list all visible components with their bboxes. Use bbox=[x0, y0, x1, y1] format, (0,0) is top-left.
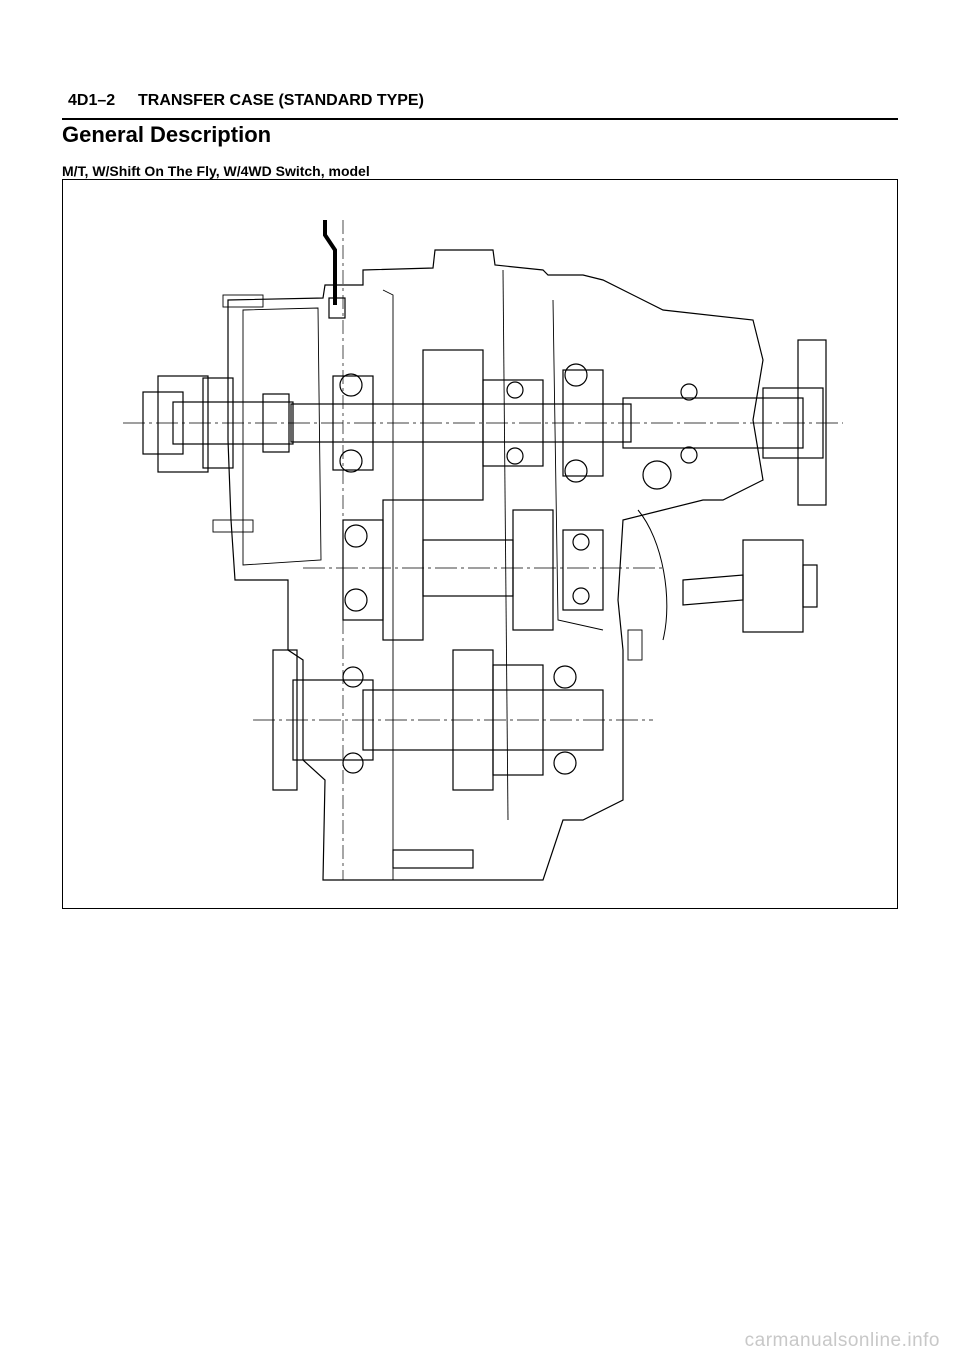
bearings-top bbox=[339, 363, 698, 490]
breather-tube bbox=[323, 220, 346, 319]
centerlines bbox=[123, 220, 843, 880]
input-shaft bbox=[142, 375, 294, 473]
figure-frame: A07RW019 bbox=[62, 179, 898, 909]
model-caption: M/T, W/Shift On The Fly, W/4WD Switch, m… bbox=[62, 163, 370, 179]
section-title: General Description bbox=[62, 122, 272, 147]
counter-shaft bbox=[342, 499, 604, 641]
transfer-case-drawing bbox=[123, 220, 843, 881]
page-number: 4D1–2 bbox=[68, 92, 116, 109]
chapter-title: TRANSFER CASE (STANDARD TYPE) bbox=[138, 92, 424, 109]
shift-actuator bbox=[637, 509, 818, 641]
watermark: carmanualsonline.info bbox=[744, 1330, 940, 1351]
bolts bbox=[212, 294, 643, 661]
front-output-shaft bbox=[272, 649, 604, 869]
page-header: 4D1–2 TRANSFER CASE (STANDARD TYPE) bbox=[62, 88, 898, 120]
housing-outline bbox=[227, 249, 764, 881]
main-shaft bbox=[290, 339, 827, 506]
